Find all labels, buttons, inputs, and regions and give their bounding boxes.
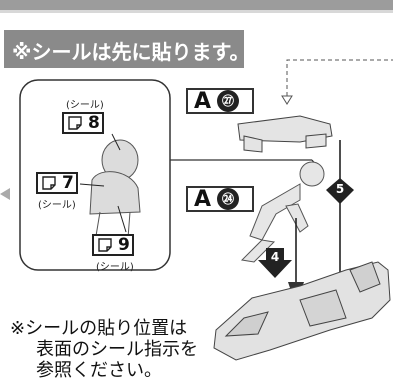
note-line-1: ※シールの貼り位置は (10, 318, 188, 339)
step-badge-a27-letter: A (194, 88, 212, 114)
step-arrow-4-label: 4 (270, 250, 280, 264)
sticker-8-label: (シール) (66, 100, 104, 111)
dashed-guide (286, 59, 393, 96)
pilot-figure-closeup (89, 139, 141, 239)
sticker-7-box: 7 (36, 172, 78, 194)
top-strip-line (0, 10, 393, 13)
sticker-icon (68, 116, 82, 130)
callout-box (19, 79, 171, 271)
note-line-3: 参照ください。 (36, 360, 162, 381)
sticker-7-label: (シール) (38, 200, 76, 211)
sticker-8-box: 8 (62, 112, 104, 134)
sticker-9-box: 9 (92, 234, 134, 256)
step-arrow-5-label: 5 (335, 182, 345, 196)
sticker-banner-text: ※シールは先に貼ります。 (12, 40, 250, 64)
sticker-8-number: 8 (88, 113, 100, 133)
step-badge-a24-number: ㉔ (217, 188, 240, 210)
note-line-2: 表面のシール指示を (36, 339, 198, 360)
pilot-figure-main (240, 161, 325, 263)
sticker-banner (4, 30, 244, 68)
sticker-position-note: ※シールの貼り位置は 表面のシール指示を 参照ください。 (10, 318, 198, 381)
sticker-icon (98, 238, 112, 252)
chassis-base (213, 261, 391, 361)
step-badge-a27-number: ㉗ (217, 90, 240, 112)
sticker-icon (42, 176, 56, 190)
step-arrow-5-shape (326, 178, 354, 204)
part-a27 (237, 115, 333, 153)
sticker-7-number: 7 (62, 173, 74, 193)
left-edge-arrow (0, 188, 10, 200)
step-arrow-4-shape (258, 248, 292, 278)
sticker-9-label: (シール) (96, 262, 134, 273)
step-badge-a27: A ㉗ (186, 88, 254, 114)
top-strip (0, 0, 393, 10)
sticker-9-number: 9 (118, 235, 130, 255)
step-badge-a24-letter: A (194, 186, 212, 212)
step-badge-a24: A ㉔ (186, 186, 254, 212)
